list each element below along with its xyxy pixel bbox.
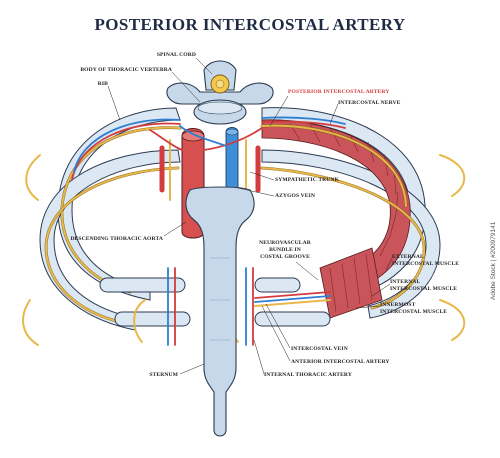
label-spinal-cord: SPINAL CORD	[157, 52, 196, 58]
side-nerve-left	[26, 155, 40, 200]
label-azygos-vein: AZYGOS VEIN	[275, 193, 315, 199]
label-external-muscle-1: EXTERNAL	[392, 254, 424, 260]
label-internal-thoracic-artery: INTERNAL THORACIC ARTERY	[264, 372, 352, 378]
label-internal-muscle-1: INTERNAL	[390, 279, 420, 285]
azygos-top	[226, 129, 238, 135]
leader-internal-thoracic	[254, 340, 264, 374]
label-descending-aorta: DESCENDING THORACIC AORTA	[70, 236, 163, 242]
side-nerve-left-lower	[23, 300, 38, 345]
side-nerve-right	[440, 155, 464, 196]
front-rib-left-1	[100, 278, 185, 292]
label-innermost-muscle-1: INNERMOST	[380, 302, 416, 308]
front-rib-left-2	[115, 312, 190, 326]
front-rib-right-1	[255, 278, 300, 292]
label-innermost-muscle-2: INTERCOSTAL MUSCLE	[380, 309, 447, 315]
label-nv-bundle-3: COSTAL GROOVE	[260, 254, 310, 260]
label-internal-muscle-2: INTERCOSTAL MUSCLE	[390, 286, 457, 292]
page-title: POSTERIOR INTERCOSTAL ARTERY	[94, 15, 405, 34]
label-posterior-artery: POSTERIOR INTERCOSTAL ARTERY	[288, 89, 389, 95]
label-body-vertebra: BODY OF THORACIC VERTEBRA	[80, 67, 172, 73]
label-rib: RIB	[98, 81, 108, 87]
label-intercostal-vein: INTERCOSTAL VEIN	[291, 346, 348, 352]
vertebral-body-top	[198, 102, 242, 114]
thoracic-vertebra	[167, 61, 273, 124]
aorta-top	[182, 131, 204, 141]
side-nerve-right-lower	[440, 300, 464, 340]
leader-nv-bundle	[296, 262, 318, 280]
spinal-cord-center	[216, 80, 224, 88]
leader-rib	[108, 86, 120, 120]
label-sympathetic-trunk: SYMPATHETIC TRUNK	[275, 177, 340, 183]
label-external-muscle-2: INTERCOSTAL MUSCLE	[392, 261, 459, 267]
label-nv-bundle-1: NEUROVASCULAR	[259, 240, 312, 246]
leader-sternum	[180, 364, 204, 374]
watermark-text: Adobe Stock | #200979141	[490, 150, 498, 300]
label-anterior-artery: ANTERIOR INTERCOSTAL ARTERY	[291, 359, 390, 365]
leader-sympathetic-trunk	[250, 172, 274, 180]
label-nv-bundle-2: BUNDLE IN	[269, 247, 301, 253]
label-intercostal-nerve: INTERCOSTAL NERVE	[338, 100, 401, 106]
label-sternum: STERNUM	[149, 372, 178, 378]
aortic-branch-left	[150, 130, 182, 150]
